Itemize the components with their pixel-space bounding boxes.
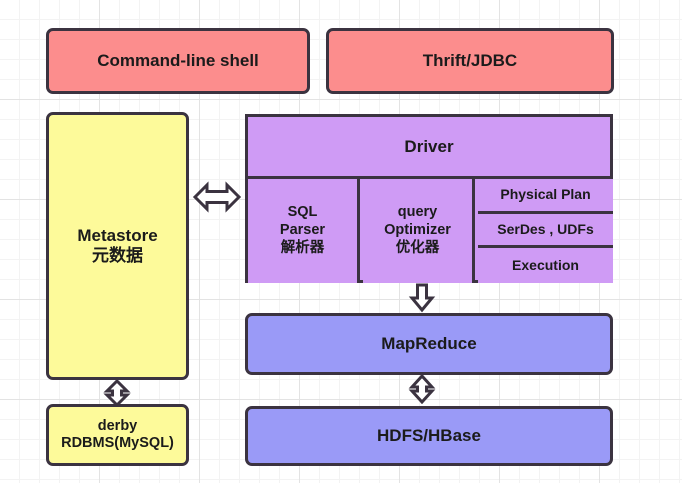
node-label-execution: Execution <box>512 256 579 273</box>
node-label-hdfs-hbase: HDFS/HBase <box>377 425 481 445</box>
node-label-command-line-shell: Command-line shell <box>97 50 259 70</box>
node-metastore[interactable]: Metastore 元数据 <box>46 112 189 380</box>
node-hdfs-hbase[interactable]: HDFS/HBase <box>245 406 613 466</box>
node-label-query-optimizer-line1: query <box>397 204 438 221</box>
node-label-rdbms: RDBMS(MySQL) <box>61 435 174 451</box>
node-label-query-optimizer-cn: 优化器 <box>395 239 440 256</box>
node-label-query-optimizer-line2: Optimizer <box>384 222 451 239</box>
node-label-mapreduce: MapReduce <box>381 333 477 353</box>
metastore-driver-arrow-icon <box>192 180 242 219</box>
node-label-thrift-jdbc: Thrift/JDBC <box>422 50 518 70</box>
node-label-metastore: Metastore <box>77 225 158 245</box>
metastore-text-stack: Metastore 元数据 <box>77 226 157 266</box>
driver-stage-list: Physical Plan SerDes , UDFs Execution <box>478 179 613 283</box>
node-execution[interactable]: Execution <box>478 248 613 283</box>
node-label-driver: Driver <box>248 117 610 179</box>
node-serdes-udfs[interactable]: SerDes , UDFs <box>478 213 613 249</box>
node-label-physical-plan: Physical Plan <box>500 186 591 203</box>
driver-mapreduce-arrow-icon <box>407 283 437 318</box>
node-label-sql-parser-cn: 解析器 <box>280 239 325 256</box>
node-thrift-jdbc[interactable]: Thrift/JDBC <box>326 28 614 94</box>
metastore-derby-arrow-icon <box>102 378 132 412</box>
node-sql-parser[interactable]: SQL Parser 解析器 <box>248 179 360 283</box>
node-command-line-shell[interactable]: Command-line shell <box>46 28 310 94</box>
node-label-serdes-udfs: SerDes , UDFs <box>497 220 594 237</box>
node-query-optimizer[interactable]: query Optimizer 优化器 <box>363 179 475 283</box>
node-mapreduce[interactable]: MapReduce <box>245 313 613 375</box>
node-label-sql-parser-line1: SQL <box>287 204 318 221</box>
derby-text-stack: derby RDBMS(MySQL) <box>61 418 174 452</box>
node-label-sql-parser-line2: Parser <box>279 222 326 239</box>
node-label-derby: derby <box>97 417 138 434</box>
node-metastore-database[interactable]: derby RDBMS(MySQL) <box>46 404 189 466</box>
node-physical-plan[interactable]: Physical Plan <box>478 179 613 214</box>
node-driver-group[interactable]: Driver SQL Parser 解析器 query Optimizer 优化… <box>245 114 613 283</box>
node-label-metastore-cn: 元数据 <box>92 246 143 265</box>
mapreduce-hdfs-arrow-icon <box>407 373 437 409</box>
query-optimizer-text-stack: query Optimizer 优化器 <box>384 204 451 257</box>
sql-parser-text-stack: SQL Parser 解析器 <box>280 204 325 257</box>
